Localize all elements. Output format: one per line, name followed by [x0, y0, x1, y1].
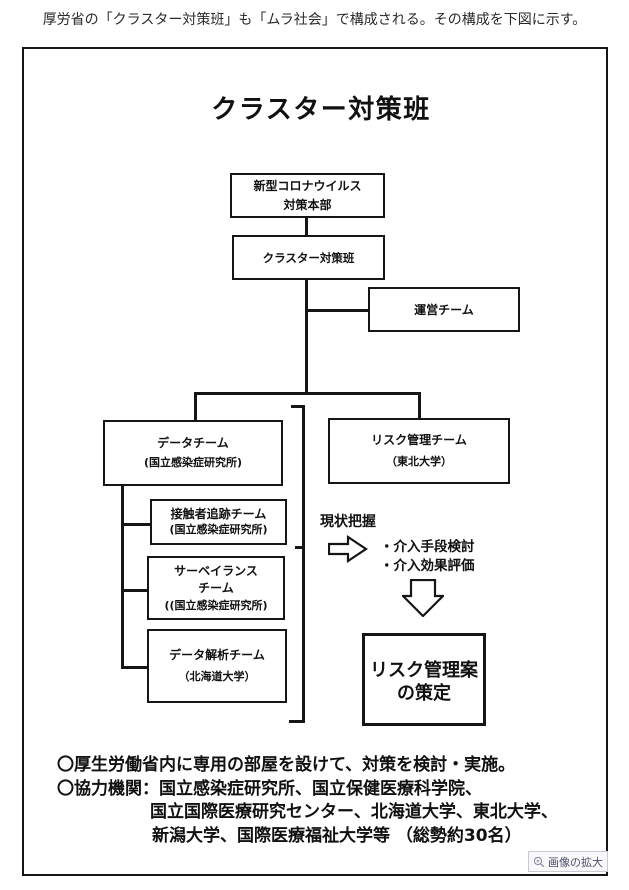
node-risk-plan-line1: リスク管理案	[370, 660, 478, 681]
node-cluster-taskforce: クラスター対策班	[232, 235, 385, 280]
enlarge-image-button[interactable]: 画像の拡大	[528, 851, 608, 872]
diagram-frame: クラスター対策班 新型コロナウイルス 対策本部 クラスター対策班 運営チーム デ…	[22, 47, 608, 876]
bracket-top-tick	[291, 405, 305, 408]
bullet-intervention-methods: ・介入手段検討	[380, 539, 475, 555]
connector-branch-to-data-team	[194, 394, 197, 420]
node-corona-headquarters-line1: 新型コロナウイルス	[253, 178, 362, 193]
node-operations-team-label: 運営チーム	[414, 303, 474, 317]
stub-data-analysis	[124, 666, 147, 669]
label-current-status: 現状把握	[320, 514, 376, 530]
node-corona-headquarters: 新型コロナウイルス 対策本部	[230, 173, 385, 218]
bracket-vertical	[302, 405, 305, 723]
block-arrow-down-icon	[402, 579, 444, 617]
node-operations-team: 運営チーム	[368, 287, 520, 332]
magnifier-icon	[533, 856, 545, 867]
diagram-title: クラスター対策班	[211, 95, 431, 125]
bracket-bottom-tick	[289, 720, 305, 723]
node-data-team: データチーム (国立感染症研究所)	[103, 420, 283, 486]
stub-contact-tracing	[124, 523, 150, 526]
subteam-vertical	[121, 486, 124, 669]
node-risk-plan-line2: の策定	[397, 683, 451, 704]
node-data-team-line1: データチーム	[157, 436, 229, 450]
stub-surveillance	[124, 589, 147, 592]
note-line1: 〇厚生労働省内に専用の部屋を設けて、対策を検討・実施。	[57, 755, 516, 775]
node-surveillance-line2: チーム	[198, 580, 234, 595]
notes-block: 〇厚生労働省内に専用の部屋を設けて、対策を検討・実施。 〇協力機関：国立感染症研…	[57, 754, 558, 848]
connector-honbu-cluster	[305, 218, 308, 236]
note-line4: 新潟大学、国際医療福祉大学等 （総勢約30名）	[152, 825, 522, 846]
enlarge-image-label: 画像の拡大	[548, 855, 603, 869]
node-data-analysis-line2: （北海道大学）	[178, 670, 256, 683]
connector-branch-horizontal	[194, 392, 421, 395]
node-risk-management-team-line2: （東北大学）	[386, 455, 452, 468]
note-line3: 国立国際医療研究センター、北海道大学、東北大学、	[150, 802, 558, 822]
node-risk-plan: リスク管理案 の策定	[362, 633, 486, 726]
node-cluster-taskforce-label: クラスター対策班	[262, 250, 355, 265]
connector-to-unei	[307, 309, 368, 312]
connector-branch-to-risk-team	[418, 394, 421, 418]
node-data-team-line2: (国立感染症研究所)	[143, 456, 243, 469]
node-data-analysis-line1: データ解析チーム	[169, 648, 265, 662]
node-contact-tracing-team: 接触者追跡チーム (国立感染症研究所)	[150, 499, 287, 545]
bracket-middle-tick	[295, 546, 305, 549]
bullet-intervention-evaluation: ・介入効果評価	[380, 558, 475, 574]
node-risk-management-team-line1: リスク管理チーム	[371, 433, 467, 447]
node-risk-management-team: リスク管理チーム （東北大学）	[328, 418, 510, 484]
node-surveillance-line3: ((国立感染症研究所)	[164, 598, 268, 612]
node-surveillance-line1: サーベイランス	[174, 563, 258, 578]
node-contact-tracing-line1: 接触者追跡チーム	[170, 507, 267, 521]
note-line2: 〇協力機関：国立感染症研究所、国立保健医療科学院、	[57, 778, 482, 799]
node-data-analysis-team: データ解析チーム （北海道大学）	[147, 629, 287, 703]
intervention-bullets: ・介入手段検討 ・介入効果評価	[380, 538, 475, 576]
node-corona-headquarters-line2: 対策本部	[283, 197, 332, 212]
page-caption: 厚労省の「クラスター対策班」も「ムラ社会」で構成される。その構成を下図に示す。	[42, 12, 587, 28]
block-arrow-right-icon	[328, 535, 368, 563]
connector-cluster-branch	[305, 280, 308, 395]
node-surveillance-team: サーベイランス チーム ((国立感染症研究所)	[147, 556, 285, 620]
node-contact-tracing-line2: (国立感染症研究所)	[169, 523, 268, 536]
